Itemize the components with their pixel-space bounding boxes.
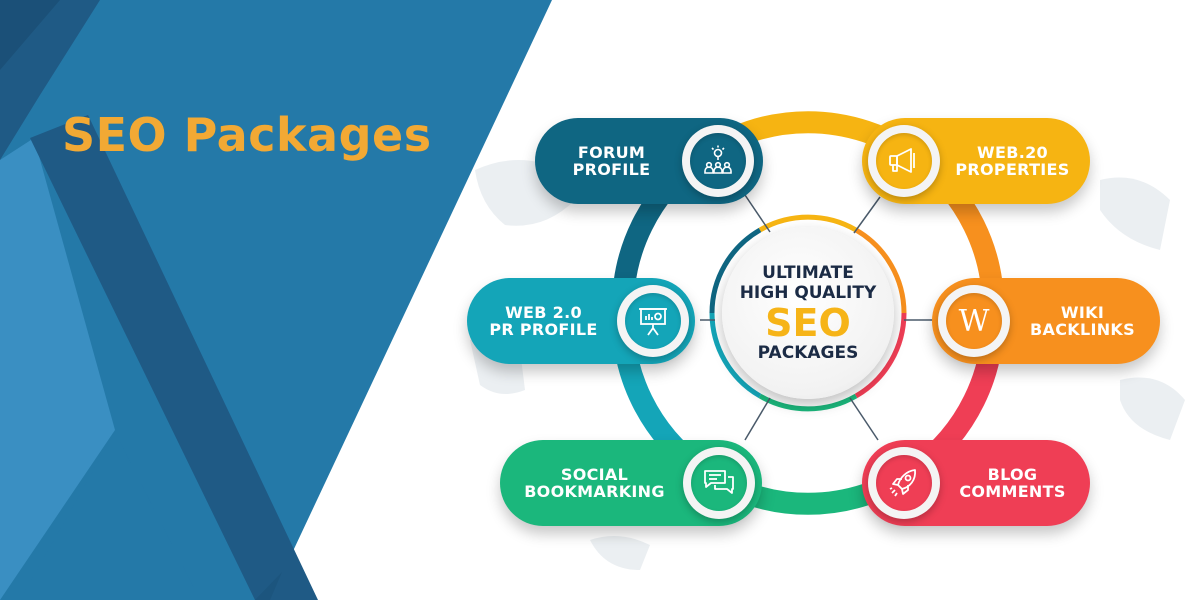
center-line-ultimate: ULTIMATE (762, 263, 854, 283)
center-line-high-quality: HIGH QUALITY (739, 283, 877, 303)
center-line-packages: PACKAGES (757, 343, 859, 363)
wikipedia-icon: W (958, 303, 990, 339)
blog-comments-badge (868, 447, 940, 519)
social-bookmarking-badge (683, 447, 755, 519)
chat-bubbles-icon (704, 470, 734, 494)
forum-profile-badge (682, 125, 754, 197)
web2-pr-profile-badge (617, 285, 689, 357)
center-line-seo: SEO (765, 301, 851, 345)
wiki-backlinks-badge: W (938, 285, 1010, 357)
people-lightbulb-icon (704, 145, 732, 174)
rocket-icon (889, 469, 916, 497)
center-seo-badge: ULTIMATE HIGH QUALITY SEO PACKAGES (722, 227, 894, 399)
presentation-board-icon (639, 308, 667, 336)
banner-title: SEO Packages (62, 108, 432, 162)
web20-properties-badge (868, 125, 940, 197)
megaphone-icon (889, 148, 915, 173)
